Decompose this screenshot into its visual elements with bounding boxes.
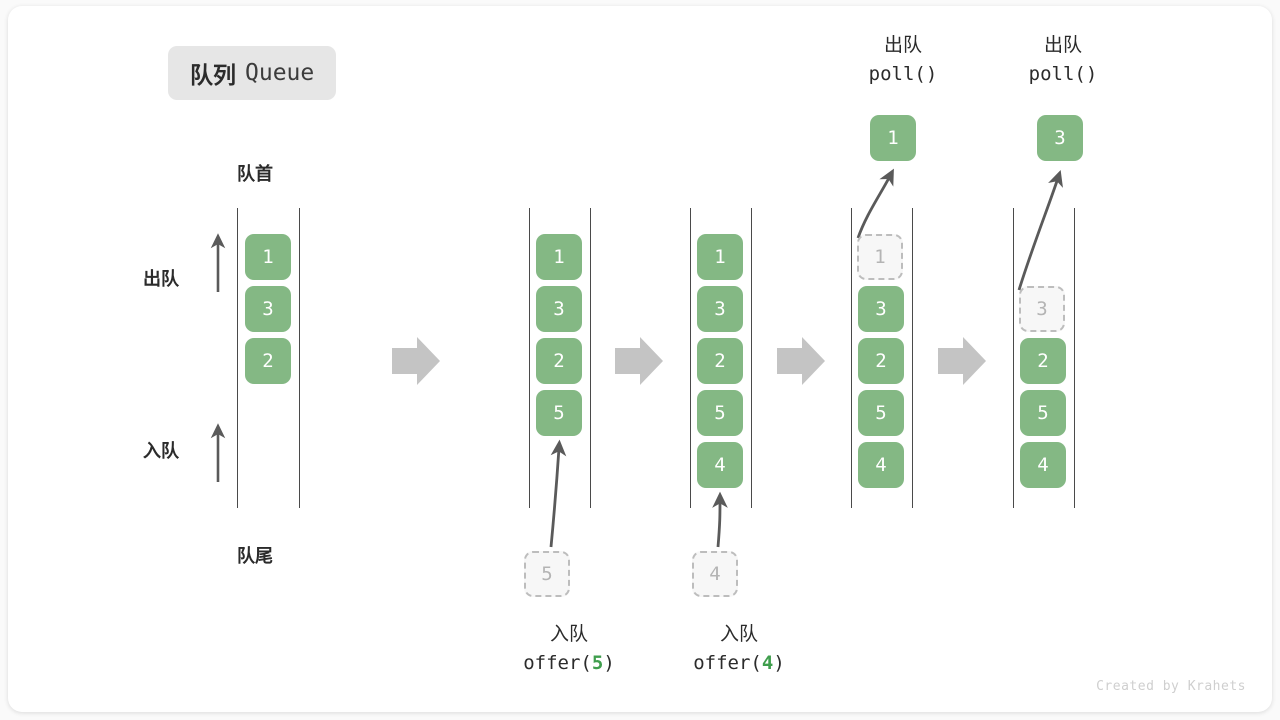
poll-3-arrow bbox=[1017, 170, 1063, 291]
queue-cell: 4 bbox=[1020, 442, 1066, 488]
queue-cell: 4 bbox=[697, 442, 743, 488]
rail-right-col4 bbox=[912, 208, 913, 508]
op-label-offer-5: 入队 offer(5) bbox=[469, 620, 669, 679]
queue-cell: 2 bbox=[858, 338, 904, 384]
queue-cell: 1 bbox=[245, 234, 291, 280]
queue-cell: 3 bbox=[245, 286, 291, 332]
rail-right-col2 bbox=[590, 208, 591, 508]
popped-cell: 1 bbox=[870, 115, 916, 161]
ghost-cell: 3 bbox=[1019, 286, 1065, 332]
queue-cell: 5 bbox=[1020, 390, 1066, 436]
op-label-cn: 出队 bbox=[883, 35, 922, 56]
op-label-cn: 入队 bbox=[549, 624, 588, 645]
queue-cell: 2 bbox=[536, 338, 582, 384]
rail-right-col1 bbox=[299, 208, 300, 508]
title-en: Queue bbox=[245, 60, 315, 86]
rail-left-col2 bbox=[529, 208, 530, 508]
offer-5-arrow bbox=[549, 439, 567, 548]
poll-1-arrow bbox=[856, 168, 894, 239]
op-label-code: poll() bbox=[868, 63, 938, 86]
diagram-title-badge: 队列 Queue bbox=[168, 46, 337, 100]
flow-arrow-1 bbox=[392, 337, 440, 385]
flow-arrow-3 bbox=[777, 337, 825, 385]
queue-cell: 3 bbox=[697, 286, 743, 332]
queue-cell: 4 bbox=[858, 442, 904, 488]
label-head: 队首 bbox=[237, 164, 273, 184]
label-tail: 队尾 bbox=[237, 546, 273, 566]
op-label-poll-3: 出队 poll() bbox=[963, 31, 1163, 90]
queue-cell: 1 bbox=[697, 234, 743, 280]
ghost-cell: 4 bbox=[692, 551, 738, 597]
rail-right-col5 bbox=[1074, 208, 1075, 508]
queue-cell: 5 bbox=[536, 390, 582, 436]
op-label-cn: 出队 bbox=[1043, 35, 1082, 56]
op-label-offer-4: 入队 offer(4) bbox=[639, 620, 839, 679]
rail-left-col3 bbox=[690, 208, 691, 508]
op-label-code: poll() bbox=[1028, 63, 1098, 86]
op-label-code: offer(4) bbox=[693, 652, 785, 675]
rail-left-col1 bbox=[237, 208, 238, 508]
queue-cell: 3 bbox=[536, 286, 582, 332]
queue-cell: 5 bbox=[697, 390, 743, 436]
credit-text: Created by Krahets bbox=[1096, 679, 1246, 694]
queue-cell: 5 bbox=[858, 390, 904, 436]
op-label-cn: 入队 bbox=[719, 624, 758, 645]
rail-right-col3 bbox=[751, 208, 752, 508]
flow-arrow-2 bbox=[615, 337, 663, 385]
queue-cell: 1 bbox=[536, 234, 582, 280]
label-dequeue: 出队 bbox=[143, 269, 179, 289]
op-label-code: offer(5) bbox=[523, 652, 615, 675]
queue-cell: 2 bbox=[1020, 338, 1066, 384]
rail-left-col4 bbox=[851, 208, 852, 508]
ghost-cell: 1 bbox=[857, 234, 903, 280]
rail-left-col5 bbox=[1013, 208, 1014, 508]
popped-cell: 3 bbox=[1037, 115, 1083, 161]
queue-cell: 2 bbox=[245, 338, 291, 384]
queue-cell: 2 bbox=[697, 338, 743, 384]
offer-4-arrow bbox=[712, 491, 728, 548]
flow-arrow-4 bbox=[938, 337, 986, 385]
op-label-poll-1: 出队 poll() bbox=[803, 31, 1003, 90]
ghost-cell: 5 bbox=[524, 551, 570, 597]
title-cn: 队列 bbox=[190, 62, 236, 88]
queue-cell: 3 bbox=[858, 286, 904, 332]
label-enqueue: 入队 bbox=[143, 441, 179, 461]
